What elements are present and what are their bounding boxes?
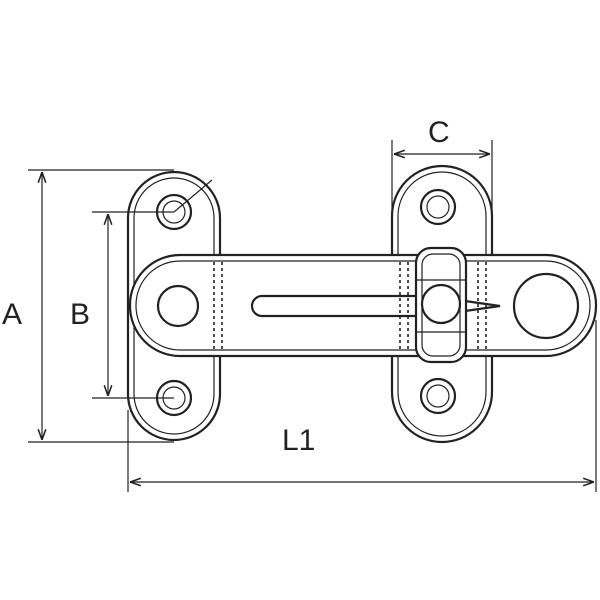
dimension-l1-label: L1: [282, 424, 315, 457]
arm-end-hole: [512, 272, 580, 340]
dimension-c-label: C: [428, 116, 450, 149]
dimension-c: C: [394, 116, 490, 154]
swing-arm: [128, 253, 598, 358]
dimension-a: A: [2, 172, 42, 440]
extension-lines: [28, 140, 597, 492]
latch-block: [414, 246, 468, 364]
right-top-screw-hole: [419, 188, 457, 226]
arm-pivot-hole: [156, 284, 200, 328]
dimension-b: B: [70, 214, 108, 396]
dimension-b-label: B: [70, 298, 90, 331]
dimension-l1: L1: [130, 424, 594, 482]
right-bottom-screw-hole: [419, 377, 457, 415]
latch-knob: [420, 283, 462, 325]
dimension-a-label: A: [2, 298, 22, 331]
